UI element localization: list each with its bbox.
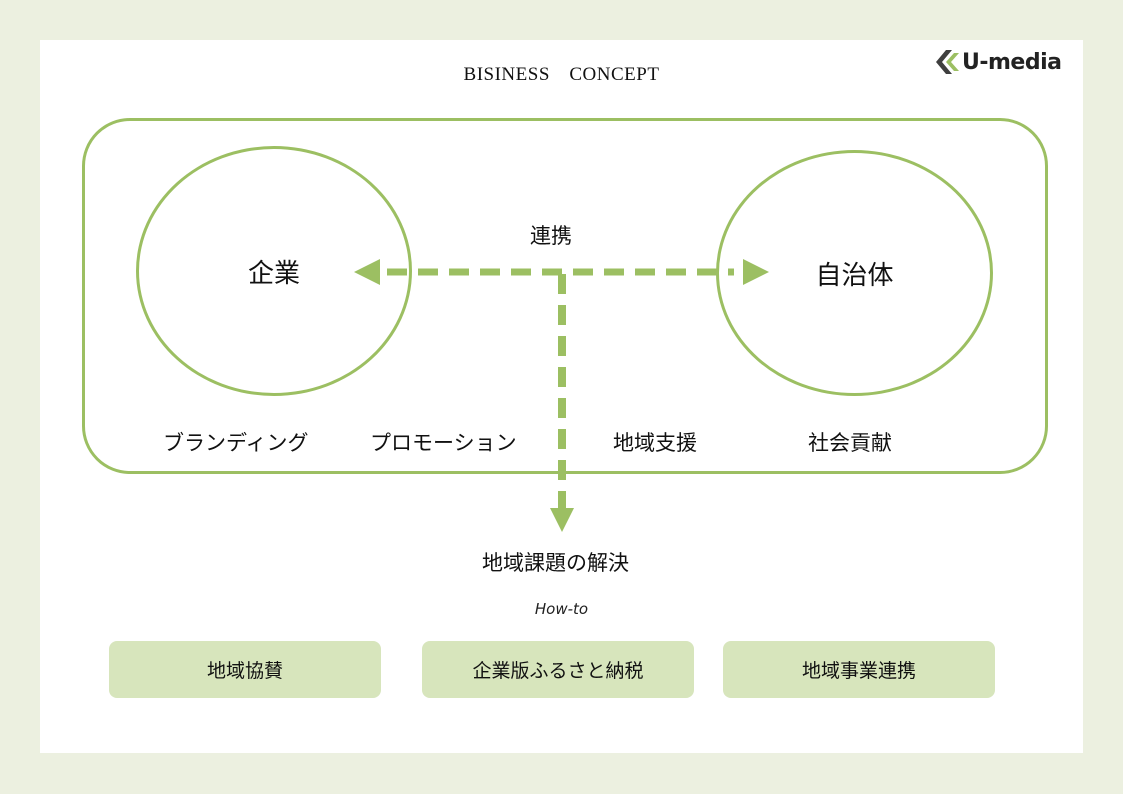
left-arrowhead [354,259,380,285]
role-social-contribution: 社会貢献 [808,431,892,455]
role-regional-support: 地域支援 [613,431,697,455]
method-regional-sponsorship: 地域協賛 [109,641,381,698]
connection-arrows [354,259,769,532]
concept-slide: BISINESS CONCEPT U-media 企業 自治体 連携 ブランディ… [40,40,1083,753]
howto-label: How-to [534,600,589,618]
link-label: 連携 [530,224,572,248]
role-branding: ブランディング [163,431,309,455]
slide-title: BISINESS CONCEPT [463,64,660,85]
right-arrowhead [743,259,769,285]
method-label: 地域事業連携 [801,660,916,682]
municipality-label: 自治体 [815,260,894,291]
double-chevron-logo-icon [936,50,959,74]
method-furusato-tax: 企業版ふるさと納税 [422,641,694,698]
brand-logo: U-media [930,48,1062,76]
logo-wordmark: U-media [962,49,1062,75]
outcome-label: 地域課題の解決 [482,551,629,575]
method-regional-business: 地域事業連携 [723,641,995,698]
down-arrowhead [550,508,574,532]
method-label: 企業版ふるさと納税 [472,660,644,682]
method-label: 地域協賛 [206,660,283,682]
role-promotion: プロモーション [370,431,517,455]
municipality-circle: 自治体 [716,150,993,396]
company-label: 企業 [247,258,300,289]
company-circle: 企業 [136,146,412,396]
